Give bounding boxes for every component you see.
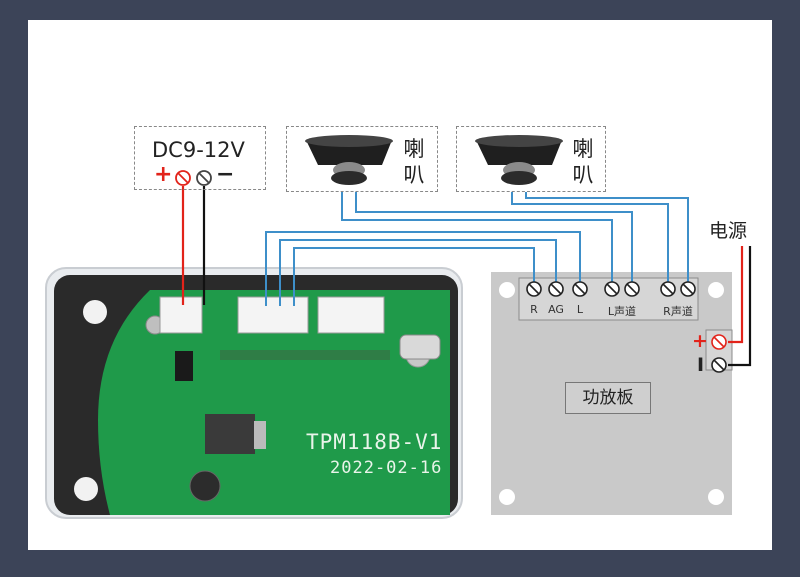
terminal-label-l-channel: L声道 (607, 305, 637, 318)
terminal-label-r: R (530, 303, 538, 316)
mount-hole (74, 477, 98, 501)
power-input-label: DC9-12V (152, 138, 245, 162)
terminal-screw-icon (526, 281, 542, 297)
audio-wire-ag (279, 239, 557, 306)
speaker-1-icon (305, 135, 393, 185)
power-wires (181, 186, 752, 367)
amp-terminals (526, 281, 727, 373)
speaker-2-label: 喇 叭 (572, 137, 594, 187)
aux-connector (317, 296, 385, 334)
power-input-plus: + (154, 162, 173, 187)
terminal-screw-icon (624, 281, 640, 297)
speaker-1-wire-a (341, 192, 613, 284)
power-input-minus: − (216, 162, 235, 187)
power-connector (159, 296, 203, 334)
speaker-2-icon (475, 135, 563, 185)
pcb-date-label: 2022-02-16 (330, 458, 443, 478)
audio-wire-l (265, 231, 581, 306)
mount-hole (83, 300, 107, 324)
supply-positive-screw-icon (711, 334, 727, 350)
terminal-label-r-channel: R声道 (663, 305, 693, 318)
speaker-2-box (456, 126, 606, 192)
supply-negative-wire (728, 246, 752, 367)
terminal-label-ag: AG (548, 303, 564, 316)
terminal-screw-icon (660, 281, 676, 297)
power-supply-plus: + (692, 330, 708, 352)
speaker-2-wire-a (511, 192, 669, 284)
speaker-2-wire-b (525, 192, 689, 284)
speaker-1-label: 喇 叭 (403, 137, 425, 187)
audio-connector (237, 296, 309, 334)
power-supply-minus: I (697, 354, 705, 376)
power-input-box (134, 126, 266, 190)
capacitor (189, 470, 221, 502)
signal-wires (265, 192, 689, 306)
amplifier-title: 功放板 (565, 382, 651, 414)
pcb-board (45, 267, 463, 519)
supply-negative-screw-icon (711, 357, 727, 373)
speaker-1-box (286, 126, 438, 192)
pcb-model-label: TPM118B-V1 (306, 430, 443, 454)
power-input-terminals (175, 170, 212, 186)
terminal-label-l: L (576, 303, 584, 316)
voltage-regulator (205, 414, 255, 454)
terminal-screw-icon (548, 281, 564, 297)
speaker-1-wire-b (355, 192, 633, 284)
terminal-screw-icon (572, 281, 588, 297)
audio-wire-r (293, 247, 535, 306)
terminal-screw-icon (604, 281, 620, 297)
supply-positive-wire (728, 246, 744, 344)
power-supply-label: 电源 (709, 220, 748, 242)
terminal-screw-icon (680, 281, 696, 297)
